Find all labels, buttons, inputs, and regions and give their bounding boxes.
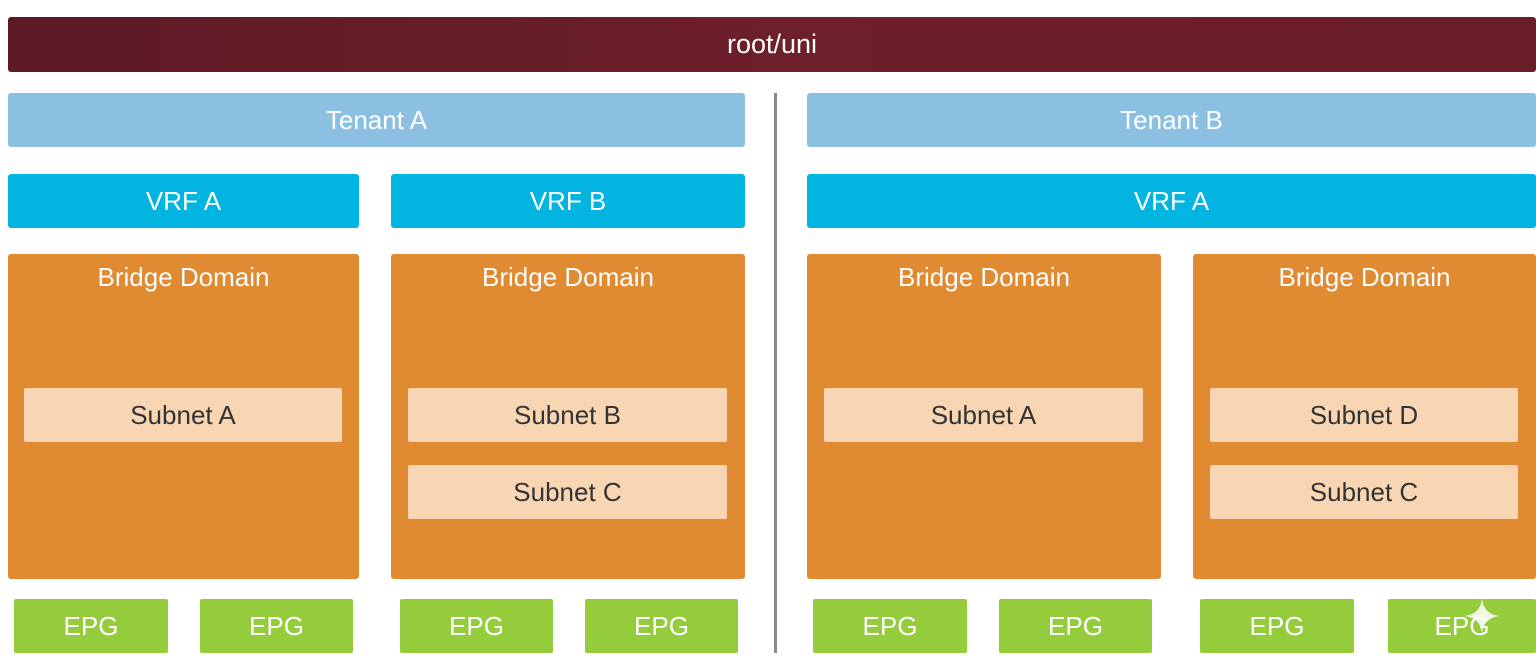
epg-box: EPG (1200, 599, 1354, 653)
vrf-label: VRF A (1133, 185, 1210, 216)
epg-label: EPG (1249, 610, 1305, 641)
subnet-label: Subnet B (514, 399, 621, 430)
epg-box: EPG (999, 599, 1152, 653)
subnet-box: Subnet C (1210, 465, 1518, 519)
vrf-box: VRF B (391, 174, 745, 228)
bridge-domain-label: Bridge Domain (482, 262, 654, 292)
bridge-domain-label: Bridge Domain (97, 262, 270, 292)
subnet-label: Subnet A (130, 399, 236, 430)
tenant-a-box: Tenant A (8, 93, 745, 147)
bridge-domain-label: Bridge Domain (1278, 262, 1451, 292)
subnet-label: Subnet A (930, 399, 1037, 430)
epg-box: EPG (1388, 599, 1536, 653)
root-uni-box: root/uni (8, 17, 1536, 72)
tenant-label: Tenant B (1120, 104, 1223, 135)
epg-label: EPG (634, 610, 689, 641)
subnet-box: Subnet C (408, 465, 727, 519)
epg-box: EPG (14, 599, 168, 653)
epg-label: EPG (63, 610, 119, 641)
root-label: root/uni (726, 29, 818, 59)
tenant-divider (774, 93, 777, 653)
vrf-label: VRF B (529, 185, 607, 216)
tenant-label: Tenant A (325, 104, 428, 135)
bridge-domain-label: Bridge Domain (898, 262, 1070, 292)
subnet-box: Subnet D (1210, 388, 1518, 442)
subnet-label: Subnet C (1309, 476, 1419, 507)
epg-box: EPG (200, 599, 353, 653)
epg-box: EPG (400, 599, 553, 653)
subnet-box: Subnet A (824, 388, 1143, 442)
epg-label: EPG (249, 610, 304, 641)
epg-label: EPG (449, 610, 504, 641)
subnet-box: Subnet B (408, 388, 727, 442)
vrf-label: VRF A (145, 185, 222, 216)
epg-label: EPG (862, 610, 918, 641)
vrf-box: VRF A (8, 174, 359, 228)
epg-box: EPG (813, 599, 967, 653)
sparkle-icon (1464, 598, 1500, 634)
epg-box: EPG (585, 599, 738, 653)
epg-label: EPG (1048, 610, 1103, 641)
tenant-b-box: Tenant B (807, 93, 1536, 147)
vrf-box: VRF A (807, 174, 1536, 228)
subnet-box: Subnet A (24, 388, 342, 442)
subnet-label: Subnet C (513, 476, 622, 507)
subnet-label: Subnet D (1309, 399, 1419, 430)
